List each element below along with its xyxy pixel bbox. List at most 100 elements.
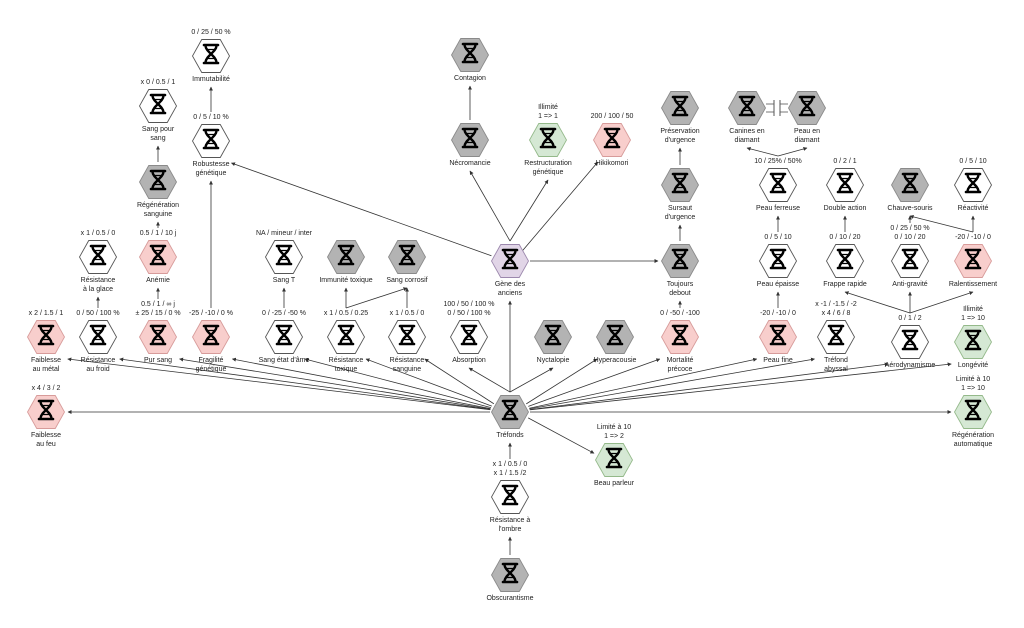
skill-label: Restructuration génétique <box>524 160 572 176</box>
dna-icon <box>604 447 624 474</box>
skill-stats: -25 / -10 / 0 % <box>189 310 233 317</box>
dna-icon <box>274 244 294 271</box>
dna-icon <box>36 399 56 426</box>
skill-hexagon[interactable] <box>450 320 488 354</box>
dna-icon <box>963 248 983 275</box>
skill-label: Hikikomori <box>595 160 629 167</box>
skill-label: Contagion <box>454 75 486 82</box>
dna-icon <box>963 329 983 356</box>
dna-icon <box>737 95 757 122</box>
dna-icon <box>148 324 168 351</box>
skill-label: Peau ferreuse <box>756 205 800 212</box>
skill-label: Nécromancie <box>449 160 491 167</box>
edge-trefonds-to-absorption <box>468 367 511 393</box>
dna-icon <box>148 244 168 271</box>
dna-icon <box>670 324 690 351</box>
skill-label: Anti-gravité <box>892 281 928 288</box>
dna-icon <box>148 169 168 196</box>
edge-trefonds-to-aerodynamisme <box>529 362 889 410</box>
skill-label: Obscurantisme <box>486 595 534 602</box>
skill-label: Tréfond abyssal <box>824 357 848 373</box>
skill-stats: 0.5 / 1 / ∞ j ± 25 / 15 / 0 % <box>135 301 181 317</box>
skill-stats: -20 / -10 / 0 <box>760 310 796 317</box>
skill-label: Sursaut d'urgence <box>664 205 696 221</box>
skill-label: Résistance à la glace <box>80 277 116 293</box>
dna-icon <box>336 324 356 351</box>
skill-stats: x 4 / 3 / 2 <box>31 385 61 392</box>
skill-label: Sang pour sang <box>141 126 175 142</box>
skill-label: Beau parleur <box>593 480 635 487</box>
skill-hexagon[interactable] <box>388 240 426 274</box>
skill-hexagon[interactable] <box>265 240 303 274</box>
skill-label: Immunité toxique <box>319 277 373 284</box>
skill-label: Robustesse génétique <box>192 161 230 177</box>
skill-stats: 0 / -25 / -50 % <box>262 310 306 317</box>
skill-label: Frappe rapide <box>823 281 867 288</box>
dna-icon <box>670 172 690 199</box>
exclusive-link-canines-peau_diamant <box>766 100 788 116</box>
dna-icon <box>460 42 480 69</box>
dna-icon <box>963 399 983 426</box>
skill-stats: 0 / -50 / -100 <box>660 310 700 317</box>
skill-label: Canines en diamant <box>729 128 765 144</box>
dna-icon <box>900 329 920 356</box>
dna-icon <box>397 324 417 351</box>
skill-label: Tréfonds <box>496 432 524 439</box>
skill-label: Chauve-souris <box>887 205 933 212</box>
dna-icon <box>538 127 558 154</box>
skill-stats: x -1 / -1.5 / -2 x 4 / 6 / 8 <box>815 301 857 317</box>
edge-peau_ferreuse-to-peau_diamant <box>777 147 808 157</box>
dna-icon <box>500 484 520 511</box>
dna-icon <box>500 248 520 275</box>
skill-stats: x 1 / 0.5 / 0 x 1 / 1.5 /2 <box>492 461 528 477</box>
skill-label: Résistance sanguine <box>389 357 425 373</box>
edge-trefonds-to-sang_etat <box>304 357 492 408</box>
edge-aerodynamisme-to-frappe <box>844 291 911 314</box>
skill-label: Faiblesse au métal <box>31 357 61 373</box>
skill-label: Réactivité <box>957 205 989 212</box>
skill-label: Préservation d'urgence <box>660 128 700 144</box>
skill-stats: -20 / -10 / 0 <box>955 234 991 241</box>
edge-trefonds-to-mortalite <box>528 358 661 407</box>
dna-icon <box>670 248 690 275</box>
skill-hexagon[interactable] <box>327 240 365 274</box>
skill-label: Toujours debout <box>666 281 694 297</box>
dna-icon <box>148 93 168 120</box>
skill-hexagon[interactable] <box>451 38 489 72</box>
skill-hexagon[interactable] <box>451 123 489 157</box>
skill-hexagon[interactable] <box>265 320 303 354</box>
skill-stats: Limité à 10 1 => 2 <box>596 424 632 440</box>
skill-label: Peau épaisse <box>756 281 800 288</box>
skill-stats: 0 / 25 / 50 % 0 / 10 / 20 <box>890 225 930 241</box>
skill-hexagon[interactable] <box>954 244 992 278</box>
edge-res_toxique-to-sang_corrosif <box>345 287 408 309</box>
skill-stats: Illimité 1 => 1 <box>538 104 558 120</box>
dna-icon <box>768 324 788 351</box>
skill-label: Mortalité précoce <box>666 357 694 373</box>
edge-trefonds-to-faiblesse_metal <box>67 357 491 411</box>
edge-trefonds-to-nyctalopie <box>509 367 554 393</box>
edge-trefonds-to-res_froid <box>119 357 491 410</box>
skill-label: Peau en diamant <box>793 128 821 144</box>
dna-icon <box>201 128 221 155</box>
skill-stats: 0.5 / 1 / 10 j <box>139 230 177 237</box>
skill-label: Absorption <box>452 357 486 364</box>
edge-trefonds-to-trefond <box>529 357 815 410</box>
dna-icon <box>543 324 563 351</box>
dna-icon <box>500 562 520 589</box>
skill-label: Peau fine <box>763 357 793 364</box>
dna-icon <box>201 43 221 70</box>
skill-hexagon[interactable] <box>388 320 426 354</box>
edge-trefonds-to-res_toxique <box>365 358 492 407</box>
skill-label: Fragilité génétique <box>195 357 227 373</box>
dna-icon <box>963 172 983 199</box>
dna-icon <box>797 95 817 122</box>
skill-label: Régénération automatique <box>951 432 995 448</box>
dna-icon <box>768 172 788 199</box>
skill-stats: Illimité 1 => 10 <box>961 306 985 322</box>
skill-hexagon[interactable] <box>327 320 365 354</box>
edge-aerodynamisme-to-ralentissement <box>909 291 974 314</box>
skill-stats: NA / mineur / inter <box>255 230 313 237</box>
dna-icon <box>768 248 788 275</box>
